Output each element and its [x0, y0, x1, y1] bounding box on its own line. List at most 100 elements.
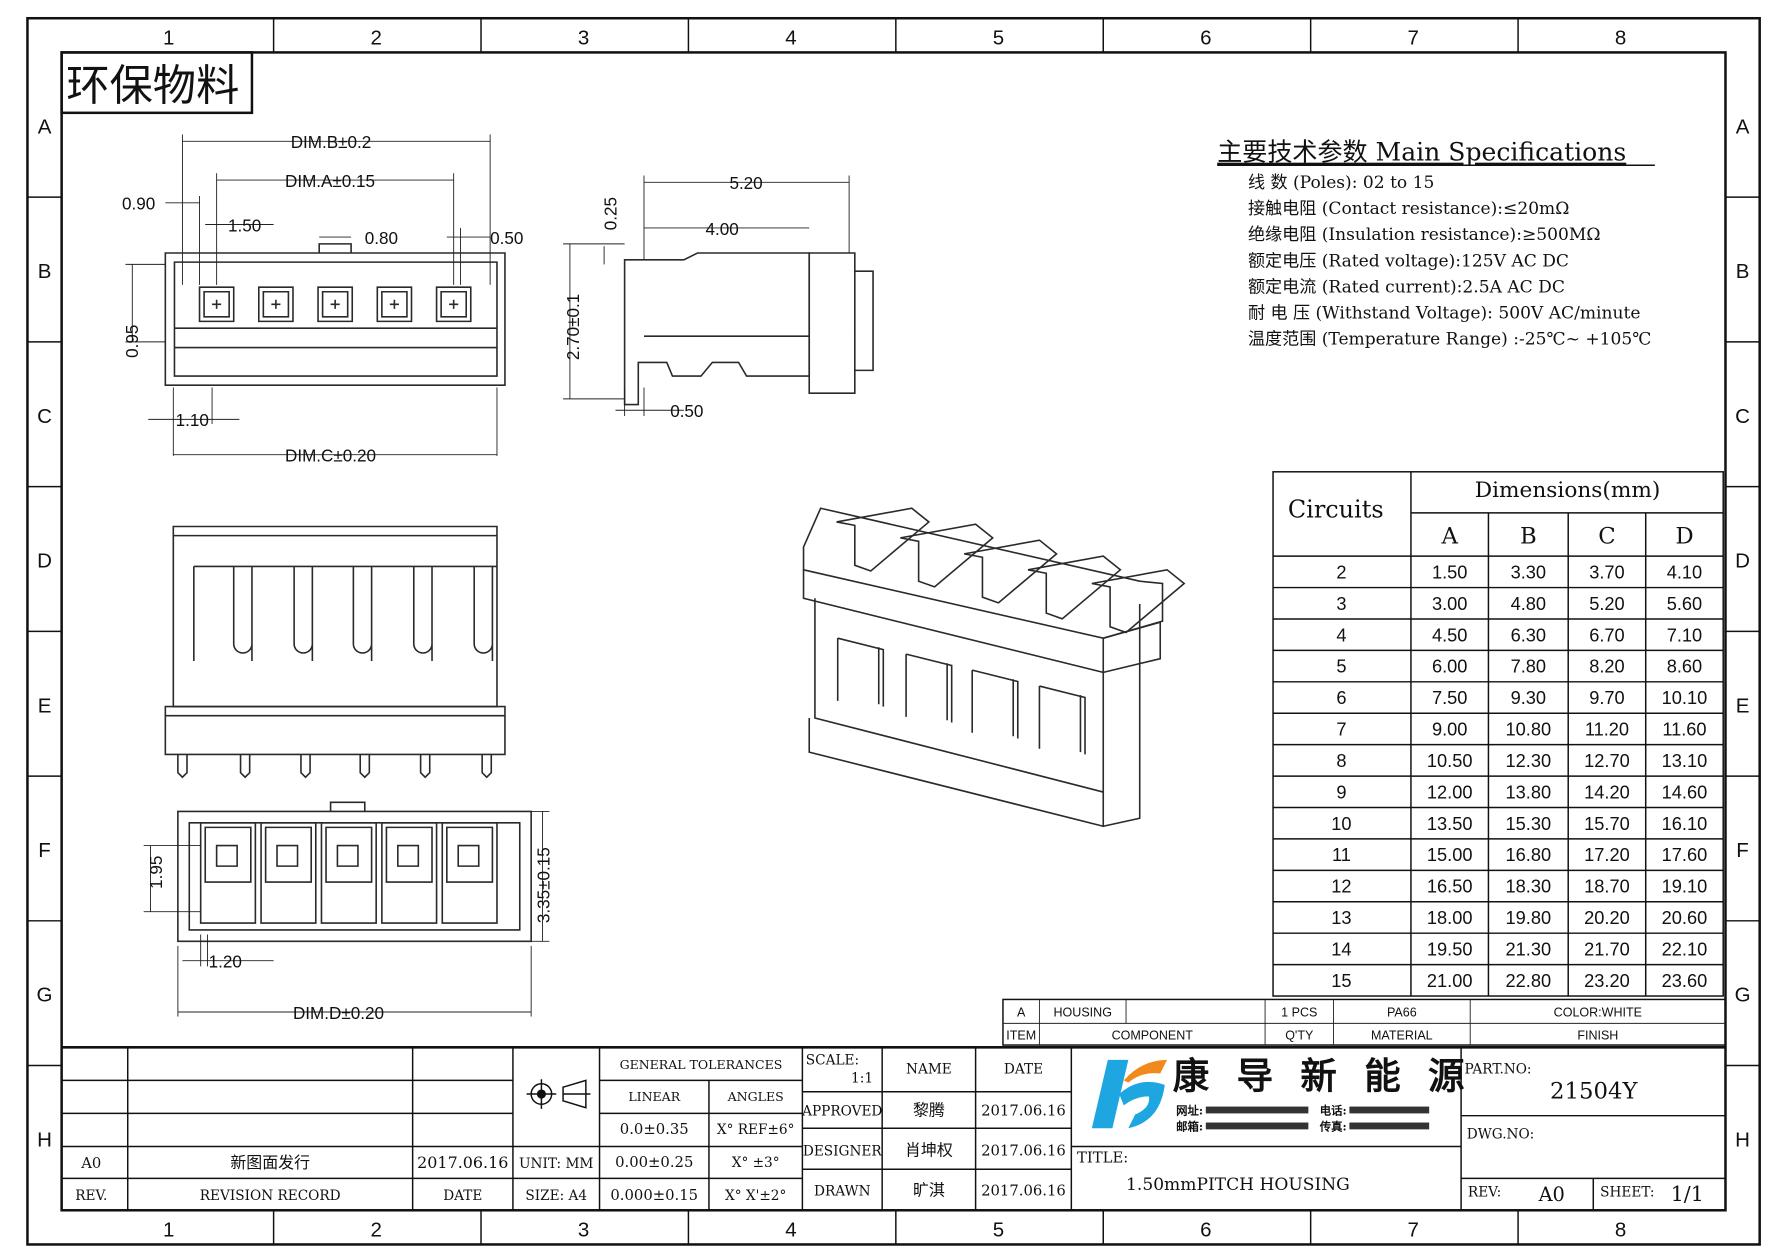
zone-column-bottom-8: 8	[1615, 1218, 1626, 1241]
zone-column-bottom-5: 5	[993, 1218, 1004, 1241]
spec-line: 额定电流 (Rated current):2.5A AC DC	[1248, 277, 1565, 297]
contact-cavity	[198, 286, 235, 323]
zone-row-left-C: C	[37, 405, 52, 428]
bom-qty-header: Q'TY	[1285, 1028, 1314, 1042]
dimension-cell: 4.80	[1511, 593, 1546, 614]
bom-item-header: ITEM	[1006, 1028, 1036, 1042]
revision-record-header: REVISION RECORD	[200, 1188, 341, 1204]
dim-080-label: 0.80	[365, 229, 398, 248]
dimension-cell: 21.30	[1506, 938, 1552, 959]
spec-line: 接触电阻 (Contact resistance):≤20mΩ	[1248, 199, 1569, 219]
dimension-cell: 7.80	[1511, 656, 1546, 677]
circuits-cell: 11	[1332, 844, 1351, 865]
dim-095-label: 0.95	[123, 325, 142, 358]
zone-row-left-D: D	[37, 550, 52, 573]
drawing-title: 1.50mmPITCH HOUSING	[1126, 1175, 1350, 1195]
iso-latch	[1027, 555, 1122, 620]
rev-header: REV.	[75, 1188, 107, 1204]
bottom-view-cell	[381, 822, 438, 924]
zone-row-left-A: A	[38, 115, 52, 138]
dim-520-label: 5.20	[729, 174, 762, 193]
dim-b-label: DIM.B±0.2	[291, 133, 372, 152]
pin	[239, 754, 251, 779]
side-view-flange	[643, 252, 874, 394]
front-view-slot	[232, 566, 253, 661]
dimension-cell: 13.50	[1427, 813, 1473, 834]
iso-latch	[1091, 568, 1186, 634]
contact-value	[1349, 1106, 1430, 1114]
dimension-cell: 8.60	[1667, 656, 1702, 677]
company-name-char: 能	[1364, 1054, 1400, 1097]
iso-latch	[836, 507, 931, 572]
dimension-cell: 10.80	[1506, 719, 1552, 740]
bom-finish: COLOR:WHITE	[1554, 1006, 1642, 1020]
dimension-cell: 19.50	[1427, 938, 1473, 959]
zone-column-bottom-7: 7	[1408, 1218, 1419, 1241]
pin	[359, 754, 371, 779]
contact-value	[1205, 1106, 1309, 1114]
spec-line: 绝缘电阻 (Insulation resistance):≥500MΩ	[1248, 225, 1601, 245]
dim-050-label: 0.50	[490, 229, 523, 248]
spec-line: 线 数 (Poles): 02 to 15	[1248, 173, 1434, 193]
pin	[419, 754, 431, 779]
dimension-cell: 3.70	[1589, 561, 1624, 582]
dimension-cell: 3.30	[1511, 561, 1546, 582]
zone-column-bottom-6: 6	[1200, 1218, 1211, 1241]
revision-record: 新图面发行	[230, 1153, 310, 1172]
zone-column-top-8: 8	[1615, 26, 1626, 49]
dimension-cell: 10.10	[1662, 687, 1708, 708]
dimension-cell: 17.20	[1584, 844, 1630, 865]
iso-slot	[836, 637, 885, 707]
spec-line: 温度范围 (Temperature Range) :-25℃~ +105℃	[1248, 330, 1651, 350]
dimension-cell: 11.60	[1662, 719, 1706, 740]
dimension-cell: 12.00	[1427, 781, 1473, 802]
circuits-cell: 13	[1331, 907, 1351, 928]
date-header: DATE	[1004, 1062, 1043, 1078]
iso-slot	[905, 653, 953, 723]
dimension-cell: 18.70	[1584, 876, 1630, 897]
company-name-char: 新	[1300, 1054, 1336, 1097]
contact-label: 网址:	[1176, 1104, 1203, 1118]
bill-of-materials: A HOUSING 1 PCS PA66 COLOR:WHITE ITEM CO…	[1002, 998, 1727, 1046]
scale-label: SCALE:	[806, 1052, 859, 1068]
dim-120-label: 1.20	[209, 953, 242, 972]
dimension-cell: 12.70	[1584, 750, 1630, 771]
zone-column-top-5: 5	[993, 26, 1004, 49]
approval-name: 黎腾	[913, 1101, 945, 1120]
bom-component: HOUSING	[1054, 1006, 1112, 1020]
tolerances-title: GENERAL TOLERANCES	[620, 1057, 783, 1072]
dimension-cell: 22.80	[1506, 970, 1552, 991]
zone-row-left-E: E	[38, 694, 52, 717]
iso-base	[808, 603, 1141, 828]
title-label: TITLE:	[1077, 1149, 1128, 1166]
company-logo: 康导新能源 网址:电话:邮箱:传真:	[1091, 1054, 1465, 1134]
revision-code: A0	[80, 1155, 101, 1172]
bom-finish-header: FINISH	[1577, 1028, 1618, 1042]
front-view-slot	[473, 566, 494, 661]
dimension-cell: 20.60	[1662, 907, 1708, 928]
dimension-cell: 5.20	[1589, 593, 1624, 614]
dim-d-label: DIM.D±0.20	[293, 1004, 384, 1023]
zone-row-left-G: G	[37, 984, 53, 1007]
name-header: NAME	[906, 1062, 952, 1078]
contact-value	[1349, 1122, 1430, 1130]
contact-label: 邮箱:	[1176, 1120, 1203, 1134]
dim-335-label: 3.35±0.15	[534, 847, 553, 923]
front-view-slot	[352, 566, 373, 661]
contact-value	[1205, 1122, 1309, 1130]
linear-tolerance: 0.0±0.35	[620, 1121, 689, 1138]
company-name-char: 康	[1173, 1054, 1210, 1097]
circuits-cell: 3	[1336, 593, 1346, 614]
dimension-cell: 15.00	[1427, 844, 1473, 865]
dimension-cell: 21.00	[1427, 970, 1473, 991]
zone-row-left-B: B	[38, 260, 52, 283]
circuits-cell: 12	[1331, 876, 1351, 897]
rev-label: REV:	[1468, 1185, 1501, 1201]
dimension-cell: 1.50	[1432, 561, 1467, 582]
dim-025-label: 0.25	[602, 197, 621, 230]
dimension-cell: 8.20	[1589, 656, 1624, 677]
dimension-cell: 10.50	[1427, 750, 1473, 771]
circuits-cell: 8	[1336, 750, 1346, 771]
